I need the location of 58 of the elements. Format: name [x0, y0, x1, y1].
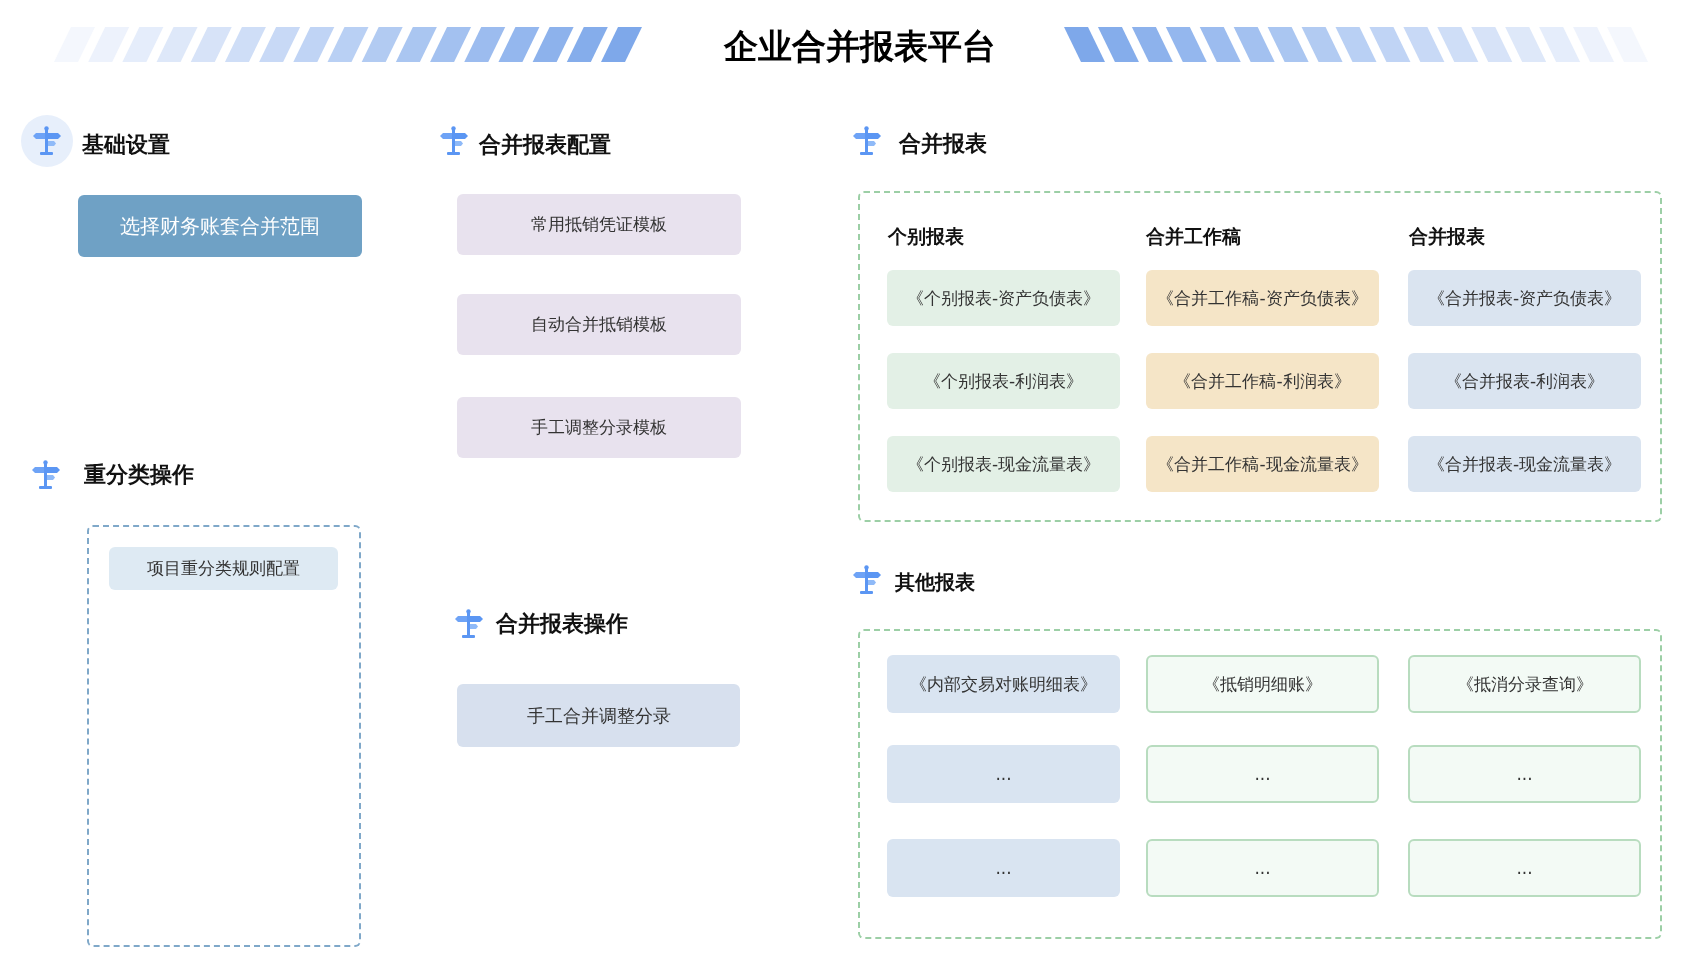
- item-label: 《合并报表-现金流量表》: [1427, 452, 1622, 476]
- item-label: ...: [995, 858, 1012, 878]
- item-label: 《合并报表-利润表》: [1444, 369, 1605, 393]
- report-card: [1146, 353, 1379, 409]
- section-heading: 其他报表: [895, 570, 975, 594]
- item-label: ...: [1254, 858, 1271, 878]
- item-label: ...: [1516, 764, 1533, 784]
- report-card: [1146, 270, 1379, 326]
- section-heading: 合并报表: [899, 130, 987, 158]
- item-label: 《合并工作稿-利润表》: [1174, 369, 1351, 393]
- item-label: 《个别报表-利润表》: [923, 369, 1084, 393]
- item-label: 《合并工作稿-现金流量表》: [1157, 452, 1368, 476]
- item-label: 项目重分类规则配置: [147, 557, 300, 580]
- report-card: [1408, 436, 1641, 492]
- item-label: 选择财务账套合并范围: [120, 212, 320, 240]
- item-label: 《个别报表-资产负债表》: [906, 286, 1101, 310]
- item-label: 《合并工作稿-资产负债表》: [1157, 286, 1368, 310]
- item-label: ...: [1254, 764, 1271, 784]
- item-label: 手工调整分录模板: [531, 416, 667, 439]
- item-card: [457, 194, 741, 255]
- column-heading: 个别报表: [888, 224, 964, 248]
- item-label: 《抵销明细账》: [1203, 672, 1322, 696]
- section-heading: 基础设置: [82, 131, 170, 159]
- section-heading: 重分类操作: [84, 461, 194, 489]
- report-card: [1146, 436, 1379, 492]
- item-card: [109, 547, 338, 590]
- item-label: 常用抵销凭证模板: [531, 213, 667, 236]
- report-card: [887, 655, 1120, 713]
- report-card: [1408, 655, 1641, 713]
- item-card: [78, 195, 362, 257]
- item-label: 《合并报表-资产负债表》: [1427, 286, 1622, 310]
- item-label: 手工合并调整分录: [526, 703, 671, 728]
- report-card: [887, 436, 1120, 492]
- section-heading: 合并报表配置: [479, 131, 611, 159]
- report-card: [1408, 353, 1641, 409]
- report-card: [1146, 745, 1379, 803]
- report-card: [1408, 839, 1641, 897]
- page-title: 企业合并报表平台: [724, 25, 996, 67]
- item-card: [457, 397, 741, 458]
- item-label: 自动合并抵销模板: [531, 313, 667, 336]
- report-card: [887, 270, 1120, 326]
- column-heading: 合并报表: [1409, 224, 1485, 248]
- item-label: 《内部交易对账明细表》: [910, 672, 1097, 696]
- report-card: [1146, 839, 1379, 897]
- report-card: [887, 745, 1120, 803]
- report-card: [1408, 745, 1641, 803]
- column-heading: 合并工作稿: [1146, 224, 1241, 248]
- report-card: [1146, 655, 1379, 713]
- item-card: [457, 684, 740, 747]
- section-heading: 合并报表操作: [496, 610, 628, 638]
- report-card: [887, 839, 1120, 897]
- report-card: [1408, 270, 1641, 326]
- item-card: [457, 294, 741, 355]
- item-label: 《抵消分录查询》: [1456, 672, 1593, 696]
- report-card: [887, 353, 1120, 409]
- item-label: ...: [1516, 858, 1533, 878]
- item-label: 《个别报表-现金流量表》: [906, 452, 1101, 476]
- item-label: ...: [995, 764, 1012, 784]
